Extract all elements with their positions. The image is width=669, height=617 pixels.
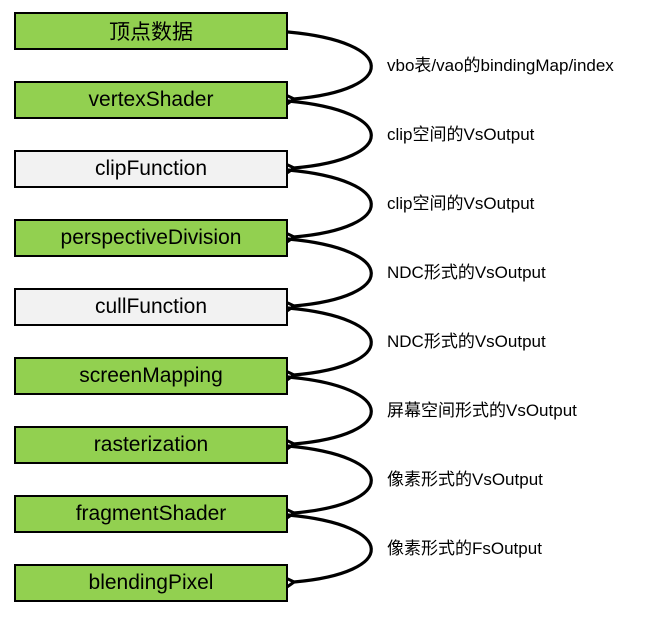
arrow-label-5: 屏幕空间形式的VsOutput <box>387 401 577 420</box>
flow-arrow-3 <box>281 237 373 315</box>
arrow-label-3: NDC形式的VsOutput <box>387 263 546 282</box>
pipeline-box-label: vertexShader <box>88 88 214 111</box>
pipeline-box-8: blendingPixel <box>14 564 288 602</box>
flow-arrow-7 <box>281 513 373 591</box>
pipeline-box-6: rasterization <box>14 426 288 464</box>
flow-arrow-0 <box>281 30 373 108</box>
pipeline-box-7: fragmentShader <box>14 495 288 533</box>
arrow-label-4: NDC形式的VsOutput <box>387 332 546 351</box>
pipeline-box-4: cullFunction <box>14 288 288 326</box>
pipeline-box-label: blendingPixel <box>88 571 214 594</box>
flow-arrow-5 <box>281 375 373 453</box>
flow-arrow-4 <box>281 306 373 384</box>
pipeline-box-label: clipFunction <box>94 157 208 180</box>
pipeline-box-5: screenMapping <box>14 357 288 395</box>
pipeline-box-label: rasterization <box>93 433 209 456</box>
pipeline-box-2: clipFunction <box>14 150 288 188</box>
pipeline-box-label: fragmentShader <box>75 502 227 525</box>
arrow-label-1: clip空间的VsOutput <box>387 125 535 144</box>
flow-arrow-2 <box>281 168 373 246</box>
arrow-label-2: clip空间的VsOutput <box>387 194 535 213</box>
pipeline-box-label: 顶点数据 <box>109 21 193 44</box>
flow-arrow-6 <box>281 444 373 522</box>
arrow-label-0: vbo表/vao的bindingMap/index <box>387 56 614 75</box>
pipeline-box-1: vertexShader <box>14 81 288 119</box>
arrow-label-6: 像素形式的VsOutput <box>387 470 543 489</box>
pipeline-box-0: 顶点数据 <box>14 12 288 50</box>
pipeline-box-3: perspectiveDivision <box>14 219 288 257</box>
pipeline-box-label: cullFunction <box>94 295 208 318</box>
flow-arrow-1 <box>281 99 373 177</box>
pipeline-box-label: screenMapping <box>79 364 223 387</box>
pipeline-box-label: perspectiveDivision <box>60 226 242 249</box>
arrow-label-7: 像素形式的FsOutput <box>387 539 542 558</box>
